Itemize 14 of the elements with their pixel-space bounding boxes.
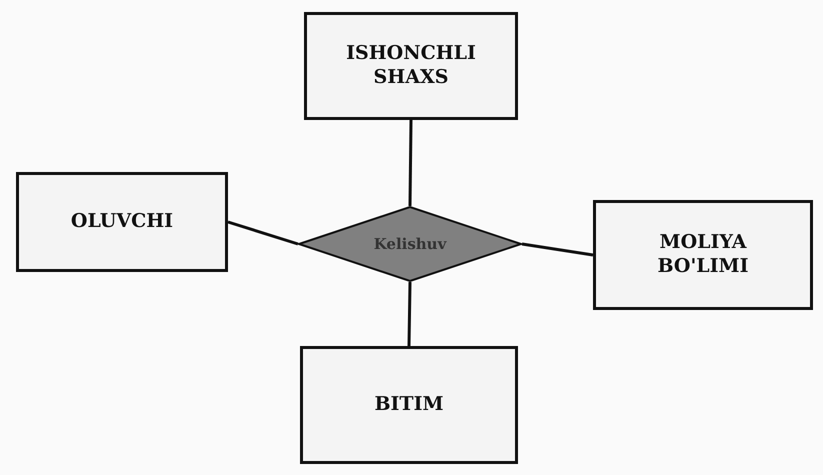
connector-line: [408, 282, 412, 346]
connector-line: [228, 220, 298, 246]
entity-label: BITIM: [374, 393, 444, 417]
relationship-diamond: [298, 206, 522, 282]
entity-box: [593, 200, 813, 310]
connector-line: [408, 120, 412, 206]
entity-label: ISHONCHLI SHAXS: [345, 42, 477, 90]
relationship-label: Kelishuv: [374, 234, 446, 254]
entity-box: [300, 346, 518, 464]
entity-label: OLUVCHI: [70, 210, 174, 234]
entity-box: [16, 172, 228, 272]
connector-line: [522, 242, 594, 256]
entity-box: [304, 12, 518, 120]
entity-label: MOLIYA BO'LIMI: [656, 231, 750, 279]
